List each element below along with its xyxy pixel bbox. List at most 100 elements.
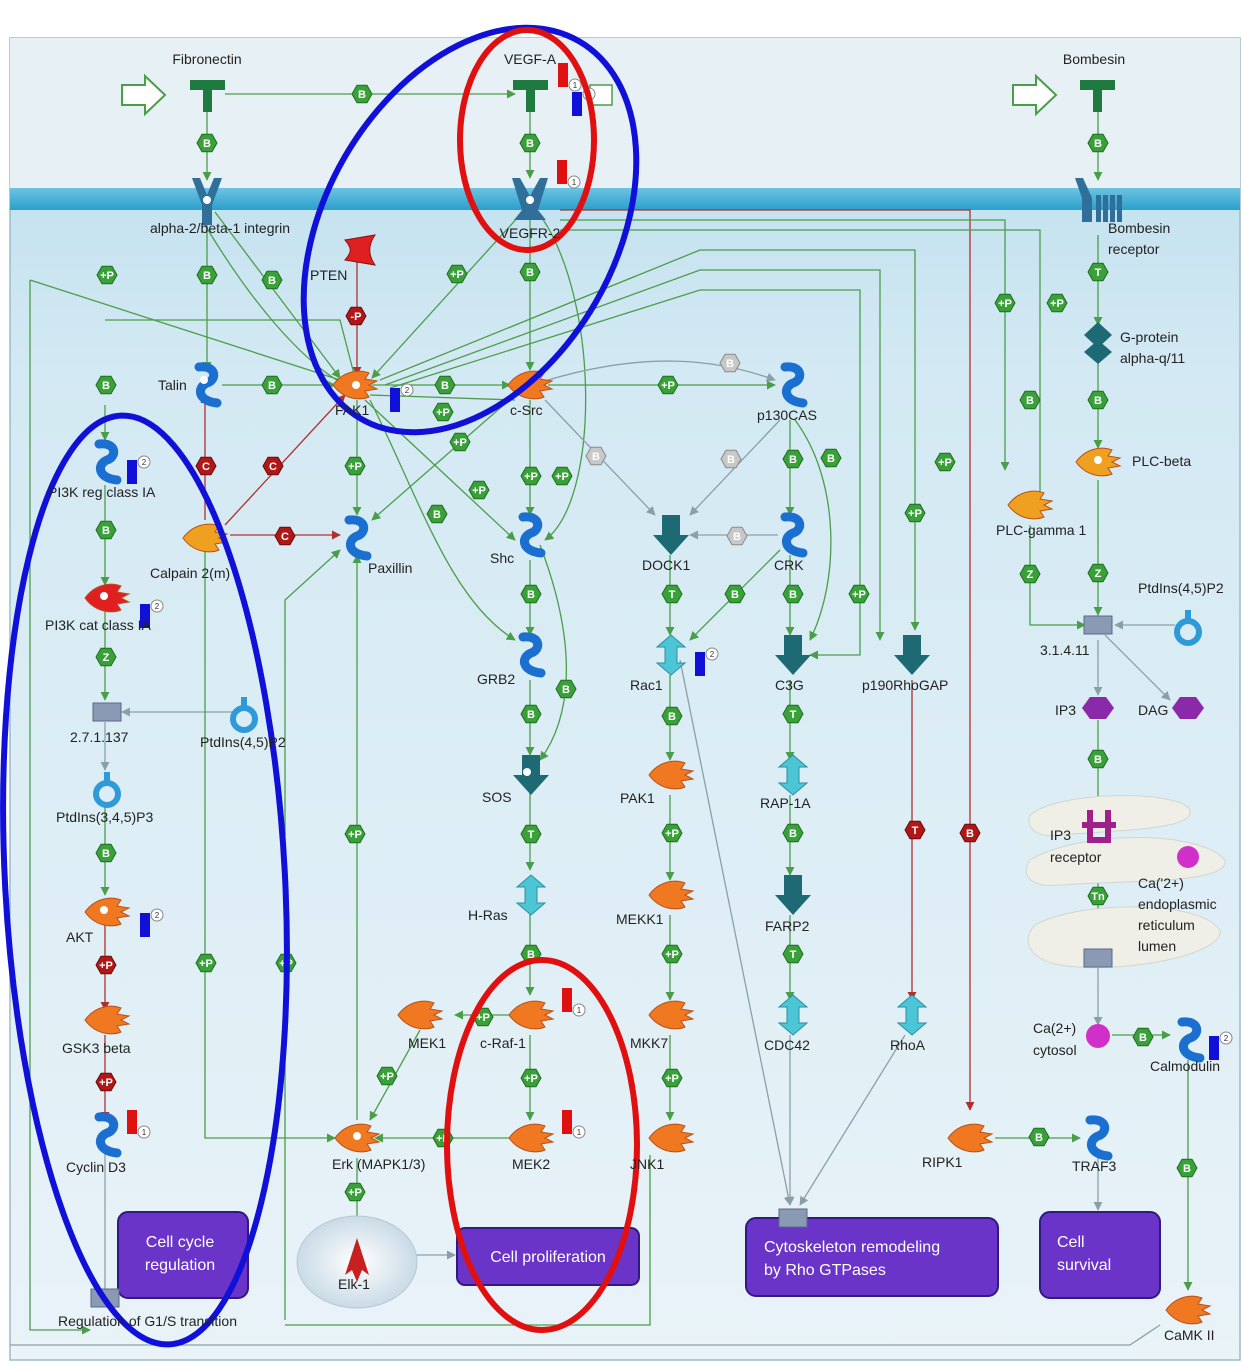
- binding-effect-text: B: [733, 531, 741, 543]
- binding-effect-text: B: [268, 380, 276, 392]
- transformation-effect-badge: Z: [95, 647, 117, 667]
- ec27137-icon[interactable]: [92, 702, 122, 722]
- cyclind3-icon[interactable]: [94, 1112, 122, 1158]
- p190rhogap-icon[interactable]: [894, 635, 930, 675]
- ec27137-label: 2.7.1.137: [70, 729, 129, 745]
- fibronectin-icon[interactable]: [190, 80, 225, 112]
- mek2-icon[interactable]: [508, 1123, 555, 1153]
- traf3-icon[interactable]: [1085, 1115, 1113, 1161]
- grb2-label: GRB2: [477, 671, 515, 687]
- farp2-icon[interactable]: [775, 875, 811, 915]
- mek1-icon[interactable]: [397, 1000, 444, 1030]
- pten-phosphatase-icon[interactable]: [344, 234, 377, 266]
- shc-icon[interactable]: [518, 512, 546, 558]
- binding-effect-text: B: [726, 358, 734, 370]
- phosphorylation-effect-text: +P: [472, 485, 486, 497]
- cytoskeleton-remodeling-box[interactable]: Cytoskeleton remodeling by Rho GTPases: [745, 1217, 999, 1297]
- cleavage-effect-text: C: [202, 461, 210, 473]
- bombesin-icon[interactable]: [1080, 80, 1115, 112]
- er-channel-icon[interactable]: [1083, 948, 1113, 968]
- cell-survival-label-2: survival: [1057, 1257, 1111, 1274]
- expression-marker: 2: [140, 908, 164, 937]
- c3g-icon[interactable]: [775, 635, 811, 675]
- ip3-icon[interactable]: [1082, 697, 1114, 719]
- crk-icon[interactable]: [780, 512, 808, 558]
- elk1-nucleus[interactable]: [296, 1215, 418, 1309]
- expression-marker-label: 2: [155, 911, 160, 920]
- binding-effect-badge: B: [261, 270, 283, 290]
- ptdins45p2-left-icon[interactable]: [230, 697, 258, 733]
- craf-icon[interactable]: [508, 1000, 555, 1030]
- jnk1-icon[interactable]: [648, 1123, 695, 1153]
- expression-marker: 1: [127, 1110, 151, 1139]
- ca-er-icon[interactable]: [1177, 846, 1199, 868]
- cleavage-effect-text: C: [281, 531, 289, 543]
- bombesin-receptor-icon[interactable]: [1075, 178, 1122, 222]
- calpain-icon[interactable]: [182, 523, 229, 553]
- pi3k-reg-icon[interactable]: [94, 439, 122, 485]
- cytoskeleton-target-icon[interactable]: [778, 1208, 808, 1228]
- dock1-icon[interactable]: [653, 515, 689, 555]
- phosphorylation-effect-badge: +P: [661, 944, 683, 964]
- expression-marker-label: 1: [572, 178, 577, 187]
- gtp-effect-badge: T: [520, 824, 542, 844]
- phosphorylation-effect-text: +P: [665, 828, 679, 840]
- ca-cytosol-icon[interactable]: [1086, 1024, 1110, 1048]
- expression-marker-label: 2: [142, 458, 147, 467]
- elk1-icon: [345, 1238, 369, 1282]
- calmodulin-icon[interactable]: [1177, 1017, 1205, 1063]
- grb2-icon[interactable]: [518, 632, 546, 678]
- vegfa-icon[interactable]: [513, 80, 548, 112]
- ptdins345p3-icon[interactable]: [93, 772, 121, 808]
- paxillin-icon[interactable]: [344, 515, 372, 561]
- binding-effect-badge: B: [519, 133, 541, 153]
- rac1-icon[interactable]: [655, 634, 687, 676]
- rap1a-icon[interactable]: [777, 754, 809, 796]
- rhoa-icon[interactable]: [896, 994, 928, 1036]
- p130cas-icon[interactable]: [780, 362, 808, 408]
- ip3r-label-1: IP3: [1050, 827, 1071, 843]
- csrc-label: c-Src: [510, 402, 543, 418]
- pak1-icon[interactable]: [648, 760, 695, 790]
- ripk1-icon[interactable]: [947, 1123, 994, 1153]
- hras-icon[interactable]: [515, 874, 547, 916]
- transformation-effect-text: Z: [1027, 569, 1034, 581]
- plcgamma-icon[interactable]: [1007, 490, 1054, 520]
- phosphorylation-effect-text: +P: [852, 589, 866, 601]
- cell-cycle-regulation-box[interactable]: Cell cycle regulation: [117, 1211, 249, 1299]
- sos-icon[interactable]: [513, 755, 549, 795]
- cytoskeleton-label-2: by Rho GTPases: [764, 1262, 886, 1279]
- phosphorylation-effect-text: +P: [555, 471, 569, 483]
- mekk1-icon[interactable]: [648, 880, 695, 910]
- camk2-icon[interactable]: [1165, 1295, 1212, 1325]
- cell-proliferation-box[interactable]: Cell proliferation: [456, 1227, 640, 1286]
- vegfa-label: VEGF-A: [504, 51, 557, 67]
- mkk7-icon[interactable]: [648, 1000, 695, 1030]
- gprotein-icon[interactable]: [1084, 322, 1112, 364]
- dag-icon[interactable]: [1172, 697, 1204, 719]
- cell-survival-box[interactable]: Cell survival: [1039, 1211, 1161, 1299]
- binding-effect-badge: B: [782, 823, 804, 843]
- binding-effect-text: B: [827, 453, 835, 465]
- farp2-label: FARP2: [765, 918, 810, 934]
- cdc42-icon[interactable]: [777, 994, 809, 1036]
- binding-effect-text: B: [789, 589, 797, 601]
- shc-label: Shc: [490, 550, 514, 566]
- expression-marker-label: 1: [577, 1128, 582, 1137]
- ip3-receptor-icon[interactable]: [1082, 810, 1116, 843]
- process-boxes: Cell cycle regulation Cell proliferation…: [117, 1211, 1161, 1299]
- cell-survival-label-1: Cell: [1057, 1234, 1085, 1251]
- phosphorylation-effect-badge: +P: [994, 293, 1016, 313]
- entry-arrow-icon: [1012, 73, 1058, 117]
- gsk3-icon[interactable]: [84, 1005, 131, 1035]
- dephosphorylation-effect-badge: -P: [345, 306, 367, 326]
- ec31411-icon[interactable]: [1083, 615, 1113, 635]
- cleavage-effect-badge: C: [274, 526, 296, 546]
- ptdins45p2-right-icon[interactable]: [1174, 610, 1202, 646]
- expression-marker-label: 2: [405, 386, 410, 395]
- binding-effect-badge: B: [95, 520, 117, 540]
- binding-effect-badge: B: [782, 449, 804, 469]
- craf-label: c-Raf-1: [480, 1035, 526, 1051]
- crk-label: CRK: [774, 557, 804, 573]
- talin-icon[interactable]: [194, 362, 222, 408]
